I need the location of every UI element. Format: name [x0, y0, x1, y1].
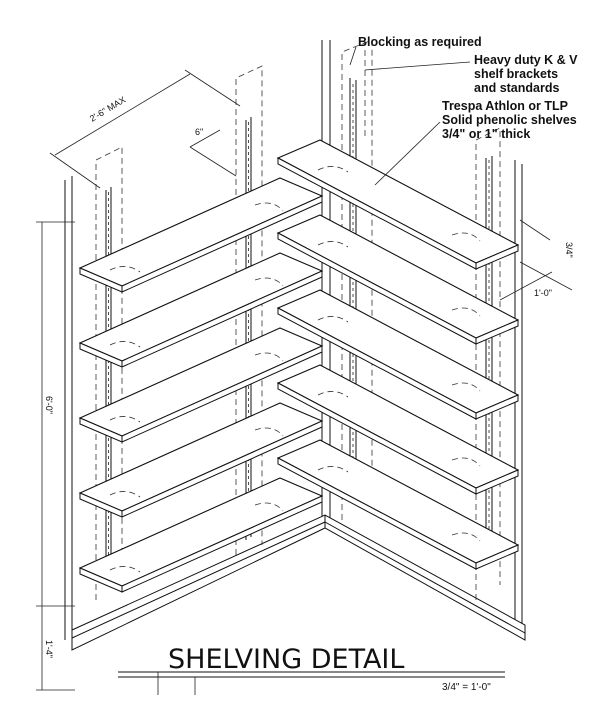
leader-lines	[349, 46, 471, 186]
brackets-note-line-2: shelf brackets	[474, 67, 558, 81]
shelves-note-line-3: 3/4" or 1" thick	[442, 127, 530, 141]
blocking-note: Blocking as required	[358, 35, 482, 49]
dim-shelf-thickness: 3/4"	[564, 242, 574, 258]
left-shelf-5	[78, 477, 324, 593]
dim-max-spacing: 2'-6" MAX	[88, 95, 127, 124]
drawing-title: SHELVING DETAIL	[168, 644, 404, 675]
dim-base-height: 1'-4"	[44, 640, 54, 658]
dim-offset: 6"	[195, 127, 203, 137]
title-block: SHELVING DETAIL 3/4" = 1'-0"	[118, 644, 505, 695]
right-shelf-4	[276, 364, 520, 495]
drawing-scale: 3/4" = 1'-0"	[442, 682, 491, 693]
left-shelf-1	[78, 177, 324, 293]
notes: Blocking as required Heavy duty K & V sh…	[358, 35, 578, 141]
brackets-note-line-1: Heavy duty K & V	[474, 53, 578, 67]
dimension-lines	[36, 69, 573, 691]
right-shelf-5	[276, 439, 520, 570]
right-shelf-3	[276, 289, 520, 420]
brackets-note-line-3: and standards	[474, 81, 559, 95]
dim-shelf-depth: 1'-0"	[534, 288, 552, 298]
shelves-note-line-2: Solid phenolic shelves	[442, 113, 577, 127]
base-cabinet	[71, 514, 526, 651]
right-shelves	[276, 139, 520, 570]
left-shelf-3	[78, 327, 324, 443]
left-shelf-2	[78, 252, 324, 368]
left-shelves	[78, 177, 324, 593]
right-shelf-1	[276, 139, 520, 270]
shelves-note-line-1: Trespa Athlon or TLP	[442, 99, 568, 113]
left-shelf-4	[78, 402, 324, 518]
right-shelf-2	[276, 214, 520, 345]
dim-standard-height: 6'-0"	[44, 396, 54, 414]
